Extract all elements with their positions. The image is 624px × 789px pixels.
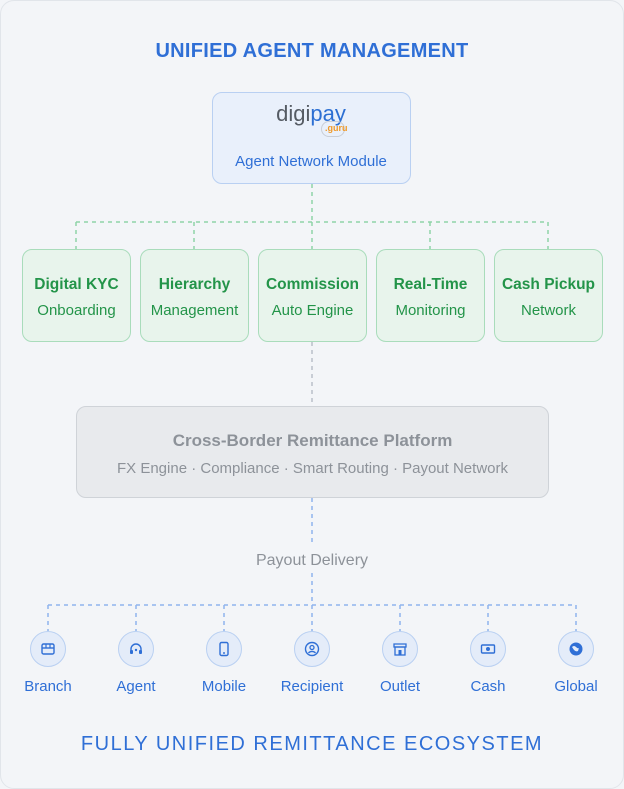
feature-title: Hierarchy <box>158 276 231 293</box>
module-box: digipay .guru Agent Network Module <box>212 92 411 184</box>
feature-title: Commission <box>265 276 359 293</box>
feature-subtitle: Network <box>520 302 576 319</box>
feature-box-kyc: Digital KYC Onboarding <box>22 249 131 342</box>
feature-subtitle: Auto Engine <box>271 302 354 319</box>
payout-label: Payout Delivery <box>255 552 369 569</box>
footer-title: FULLY UNIFIED REMITTANCE ECOSYSTEM <box>80 733 544 755</box>
store-icon <box>41 643 55 655</box>
globe-icon <box>569 642 583 656</box>
feature-subtitle: Monitoring <box>395 302 466 319</box>
logo-subtext: .guru <box>325 123 348 133</box>
channel-mobile <box>206 631 242 667</box>
feature-subtitle: Onboarding <box>37 302 116 319</box>
feature-title: Digital KYC <box>34 276 119 293</box>
logo-badge <box>321 121 345 137</box>
channel-global <box>558 631 594 667</box>
channel-label-branch: Branch <box>24 678 72 695</box>
shop-icon <box>393 643 407 656</box>
feature-box-realtime: Real-Time Monitoring <box>376 249 485 342</box>
headset-icon <box>130 643 142 654</box>
channel-label-cash: Cash <box>470 678 506 695</box>
channel-recipient <box>294 631 330 667</box>
user-icon <box>304 641 320 657</box>
feature-box-hierarchy: Hierarchy Management <box>140 249 249 342</box>
diagram-title: UNIFIED AGENT MANAGEMENT <box>155 40 469 62</box>
feature-subtitle: Management <box>150 302 239 319</box>
channel-agent <box>118 631 154 667</box>
platform-box: Cross-Border Remittance Platform FX Engi… <box>76 406 549 498</box>
channel-outlet <box>382 631 418 667</box>
logo-text-digi: digi <box>276 101 311 126</box>
channel-cash <box>470 631 506 667</box>
platform-title: Cross-Border Remittance Platform <box>172 431 453 450</box>
feature-box-commission: Commission Auto Engine <box>258 249 367 342</box>
channel-label-agent: Agent <box>116 678 156 695</box>
feature-title: Cash Pickup <box>501 276 596 293</box>
channel-label-mobile: Mobile <box>201 678 247 695</box>
channel-label-global: Global <box>554 678 598 695</box>
cash-icon <box>480 644 496 654</box>
channel-label-outlet: Outlet <box>379 678 421 695</box>
module-label: Agent Network Module <box>235 153 387 170</box>
digipay-logo: digipay <box>213 101 409 127</box>
platform-subtitle: FX Engine · Compliance · Smart Routing ·… <box>117 460 508 477</box>
feature-title: Real-Time <box>393 276 468 293</box>
channel-label-recipient: Recipient <box>280 678 344 695</box>
feature-box-cashpickup: Cash Pickup Network <box>494 249 603 342</box>
mobile-icon <box>219 641 229 657</box>
channel-branch <box>30 631 66 667</box>
